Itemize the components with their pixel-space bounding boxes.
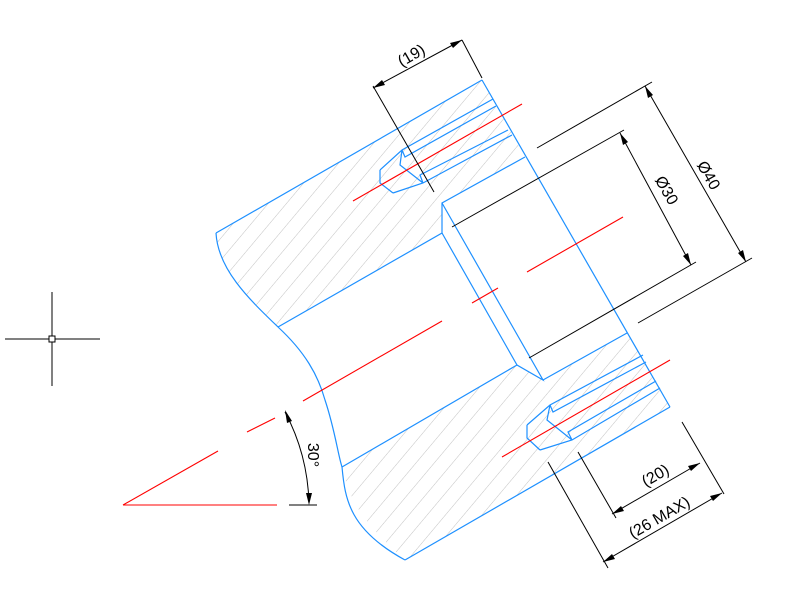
dimension-label-diameter-40: Ø40 [693, 158, 723, 193]
part-outline[interactable] [215, 79, 671, 561]
upper-hole-axis [352, 103, 523, 202]
crosshair-cursor-icon [5, 292, 100, 386]
outer-bottom-edge [404, 406, 671, 561]
dimension-label-diameter-30: Ø30 [651, 173, 681, 208]
bore-upper-edge [277, 156, 526, 328]
outer-top-edge [215, 79, 483, 234]
upper-threaded-hole [379, 98, 513, 194]
lower-hole-axis [501, 359, 671, 458]
hatch-lower-section [342, 333, 670, 560]
dimension-label-20: (20) [639, 462, 672, 491]
hatch-upper-section [216, 80, 525, 327]
dimension-label-angle: 30° [304, 443, 321, 467]
dimension-diameter-40[interactable]: Ø40 [536, 81, 753, 324]
main-axis-dash [246, 417, 276, 433]
main-axis-dash [302, 320, 443, 402]
dimension-label-26-max: (26 MAX) [626, 494, 693, 543]
dimension-angle-30[interactable]: 30° [284, 410, 321, 505]
centerlines [122, 103, 671, 506]
lower-threaded-hole [526, 354, 661, 451]
left-profile-curve [215, 232, 406, 561]
dimension-26-max[interactable]: (26 MAX) [547, 461, 723, 569]
dimension-label-19: (19) [395, 42, 428, 71]
main-axis-dash [471, 287, 499, 304]
main-axis-dash [122, 450, 219, 506]
main-axis-dash [526, 216, 624, 273]
bore-lower-edge [341, 332, 628, 468]
